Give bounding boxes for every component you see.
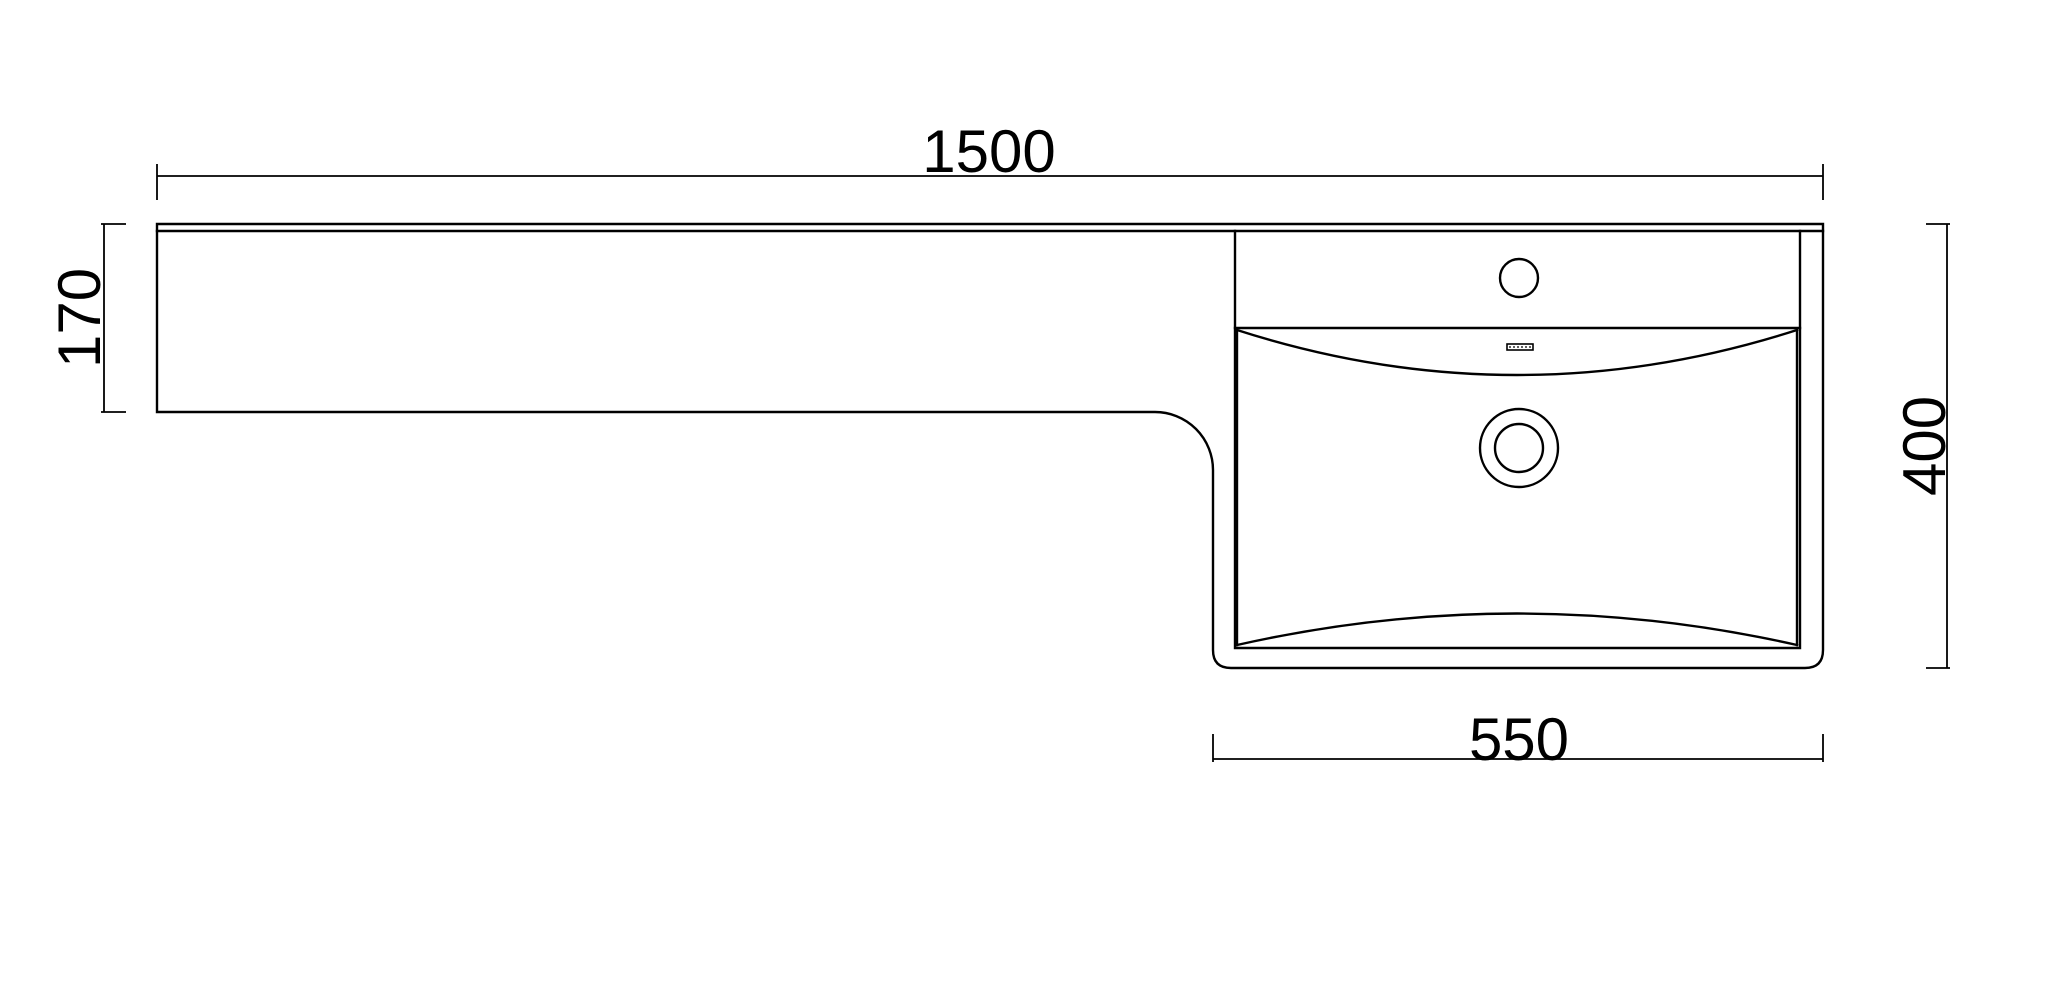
overall-width-dimension: 1500 — [156, 118, 1824, 200]
countertop-body — [155, 222, 1825, 670]
countertop-outline — [155, 222, 1825, 670]
basin-width-dimension: 550 — [1212, 706, 1824, 773]
basin-width-label: 550 — [1469, 706, 1569, 773]
overflow-slot-icon — [1506, 343, 1534, 351]
basin-rim — [1233, 229, 1802, 650]
drain-outer-icon — [1478, 407, 1560, 489]
overall-width-label: 1500 — [922, 118, 1055, 185]
tap-hole-icon — [1498, 257, 1540, 299]
basin-depth-label: 400 — [1891, 396, 1958, 496]
basin-bowl-front-curve — [1235, 612, 1799, 647]
shelf-depth-label: 170 — [46, 268, 113, 368]
basin-bowl-back-curve — [1235, 328, 1799, 377]
shelf-depth-dimension: 170 — [46, 223, 126, 413]
basin — [1233, 229, 1802, 650]
basin-depth-dimension: 400 — [1891, 223, 1958, 669]
drain-inner-icon — [1493, 422, 1545, 474]
